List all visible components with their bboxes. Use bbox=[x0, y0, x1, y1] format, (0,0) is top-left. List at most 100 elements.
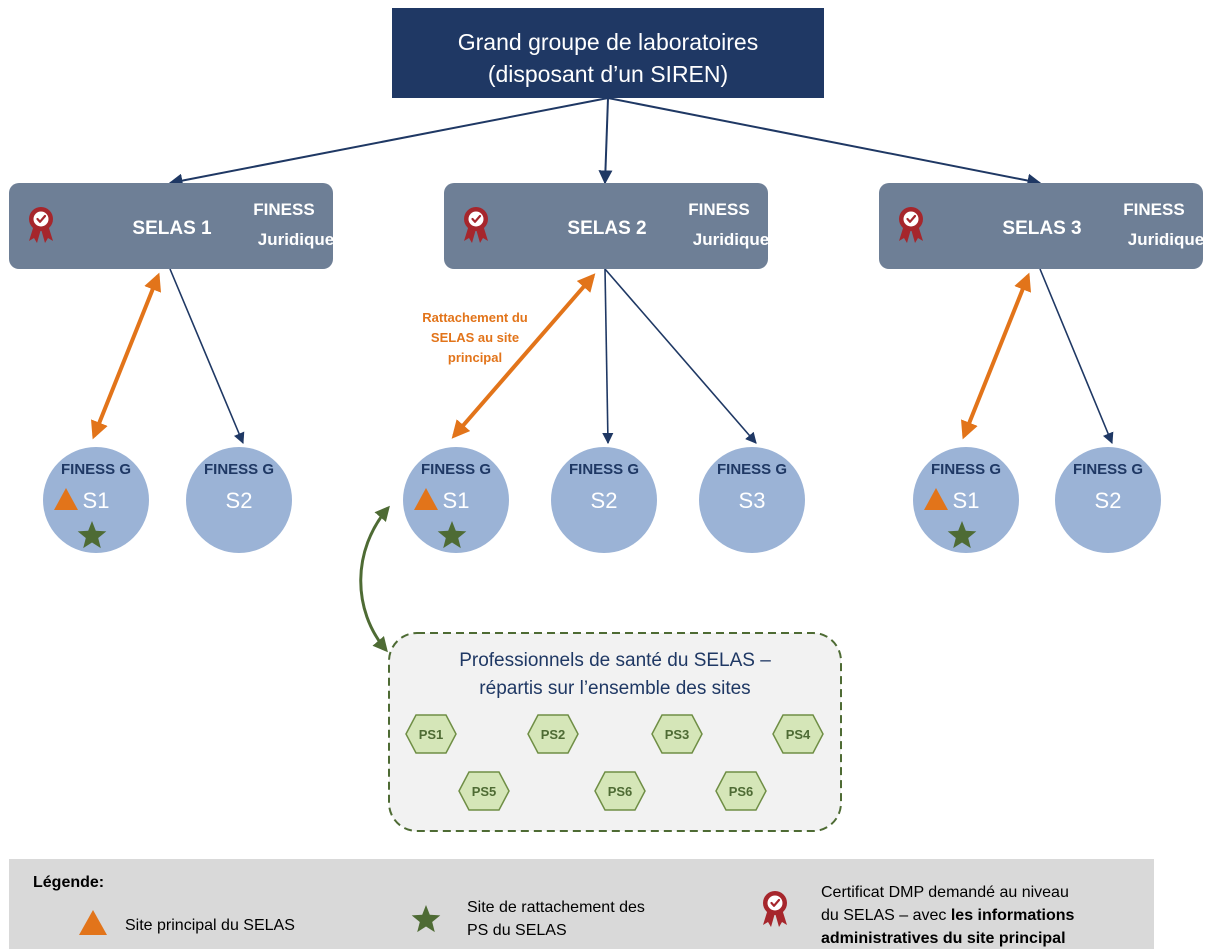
hexagon-icon bbox=[594, 771, 646, 811]
site-label: S1 bbox=[83, 488, 110, 513]
site-finess-label: FINESS G bbox=[204, 461, 274, 478]
site-circle bbox=[403, 447, 509, 553]
site-circle bbox=[913, 447, 1019, 553]
rattachement-double-arrow bbox=[90, 272, 162, 440]
finess-juridique-line1: FINESS bbox=[688, 200, 749, 219]
rattachement-double-arrow bbox=[451, 273, 596, 439]
site-circle bbox=[1055, 447, 1161, 553]
legend-certificat-line2-normal: du SELAS – avec bbox=[821, 907, 951, 924]
triangle-icon bbox=[79, 910, 107, 935]
site-node: FINESS G S1 bbox=[403, 447, 509, 553]
top-to-selas-arrow bbox=[607, 97, 1042, 188]
rattachement-note: Rattachement du SELAS au site principal bbox=[422, 310, 528, 365]
rattachement-double-arrow bbox=[960, 272, 1032, 440]
star-icon bbox=[411, 905, 441, 933]
hexagon-icon bbox=[772, 714, 824, 754]
legend-certificat-line1: Certificat DMP demandé au niveau bbox=[821, 884, 1069, 901]
top-box-background bbox=[392, 8, 824, 98]
legend-background bbox=[9, 859, 1154, 949]
ps-hexagon: PS6 bbox=[594, 771, 646, 811]
site-circle bbox=[186, 447, 292, 553]
hexagon-icon bbox=[458, 771, 510, 811]
hexagon-icon bbox=[651, 714, 703, 754]
selas-to-site-arrow bbox=[602, 268, 614, 445]
top-box-title-line1: Grand groupe de laboratoires bbox=[458, 29, 758, 55]
star-icon bbox=[77, 521, 107, 549]
site-label: S3 bbox=[739, 488, 766, 513]
ps-label: PS3 bbox=[665, 727, 690, 742]
site-label: S1 bbox=[953, 488, 980, 513]
finess-juridique-line2: Juridique bbox=[693, 230, 770, 249]
hexagon-icon bbox=[715, 771, 767, 811]
ps-hexagon: PS3 bbox=[651, 714, 703, 754]
site-node: FINESS G S1 bbox=[43, 447, 149, 553]
site-node: FINESS GS1 bbox=[913, 447, 1019, 553]
legend-certificat-line2: du SELAS – avec les informations bbox=[821, 907, 1075, 924]
nodes: Grand groupe de laboratoires (disposant d… bbox=[9, 8, 1204, 949]
star-icon bbox=[437, 521, 467, 549]
ps-label: PS6 bbox=[608, 784, 633, 799]
selas-box-background bbox=[879, 183, 1203, 269]
site-circle bbox=[43, 447, 149, 553]
ps-label: PS1 bbox=[419, 727, 444, 742]
legend-certificat-line2-bold: les informations bbox=[951, 907, 1075, 924]
hexagon-icon bbox=[405, 714, 457, 754]
ps-label: PS6 bbox=[729, 784, 754, 799]
selas-to-site-arrow bbox=[1039, 268, 1114, 445]
legend-panel: Légende: Site principal du SELAS Site de r… bbox=[9, 859, 1154, 949]
ps-group-box: Professionnels de santé du SELAS – répart… bbox=[388, 632, 842, 832]
rattachement-note-line: principal bbox=[448, 350, 502, 365]
ps-hexagon: PS4 bbox=[772, 714, 824, 754]
ps-box-title-line2: répartis sur l’ensemble des sites bbox=[479, 678, 750, 699]
legend-certificat-line3: administratives du site principal bbox=[821, 930, 1066, 947]
triangle-icon bbox=[414, 488, 438, 510]
star-icon bbox=[947, 521, 977, 549]
site-label: S1 bbox=[443, 488, 470, 513]
selas-box-1: SELAS 1 FINESS Juridique bbox=[9, 183, 334, 269]
selas-to-site-arrow bbox=[604, 268, 757, 444]
legend-title: Légende: bbox=[33, 874, 104, 891]
ps-label: PS2 bbox=[541, 727, 566, 742]
site-finess-label: FINESS G bbox=[717, 461, 787, 478]
selas-box-background bbox=[444, 183, 768, 269]
triangle-icon bbox=[924, 488, 948, 510]
legend-principal-label: Site principal du SELAS bbox=[125, 917, 295, 934]
ps-box-title-line1: Professionnels de santé du SELAS – bbox=[459, 650, 771, 671]
site-finess-label: FINESS G bbox=[421, 461, 491, 478]
ps-label: PS4 bbox=[786, 727, 811, 742]
top-to-selas-arrow bbox=[168, 97, 609, 188]
finess-juridique-line2: Juridique bbox=[258, 230, 335, 249]
legend-rattachement-line1: Site de rattachement des bbox=[467, 899, 645, 916]
site-node: FINESS G S2 bbox=[551, 447, 657, 553]
selas-box-background bbox=[9, 183, 333, 269]
site-finess-label: FINESS G bbox=[1073, 461, 1143, 478]
site-label: S2 bbox=[591, 488, 618, 513]
site-node: FINESS GS2 bbox=[1055, 447, 1161, 553]
ps-hexagon: PS2 bbox=[527, 714, 579, 754]
site-node: FINESS G S2 bbox=[186, 447, 292, 553]
rattachement-note-line: SELAS au site bbox=[431, 330, 519, 345]
rattachement-note-line: Rattachement du bbox=[422, 310, 528, 325]
selas-name: SELAS 3 bbox=[1002, 218, 1081, 239]
ps-hexagon: PS5 bbox=[458, 771, 510, 811]
ps-hexagon: PS1 bbox=[405, 714, 457, 754]
site-label: S2 bbox=[226, 488, 253, 513]
ps-label: PS5 bbox=[472, 784, 497, 799]
selas-name: SELAS 1 bbox=[132, 218, 212, 239]
ps-link-double-arrow bbox=[359, 505, 390, 653]
site-node: FINESS G S3 bbox=[699, 447, 805, 553]
site-circle bbox=[551, 447, 657, 553]
hexagon-icon bbox=[527, 714, 579, 754]
ps-hexagon: PS6 bbox=[715, 771, 767, 811]
finess-juridique-line1: FINESS bbox=[253, 200, 314, 219]
site-finess-label: FINESS G bbox=[569, 461, 639, 478]
site-finess-label: FINESS G bbox=[61, 461, 131, 478]
triangle-icon bbox=[54, 488, 78, 510]
finess-juridique-line2: Juridique bbox=[1128, 230, 1205, 249]
top-group-box: Grand groupe de laboratoires (disposant d… bbox=[392, 8, 824, 98]
legend-rattachement-line2: PS du SELAS bbox=[467, 922, 567, 939]
top-box-title-line2: (disposant d’un SIREN) bbox=[488, 61, 728, 87]
